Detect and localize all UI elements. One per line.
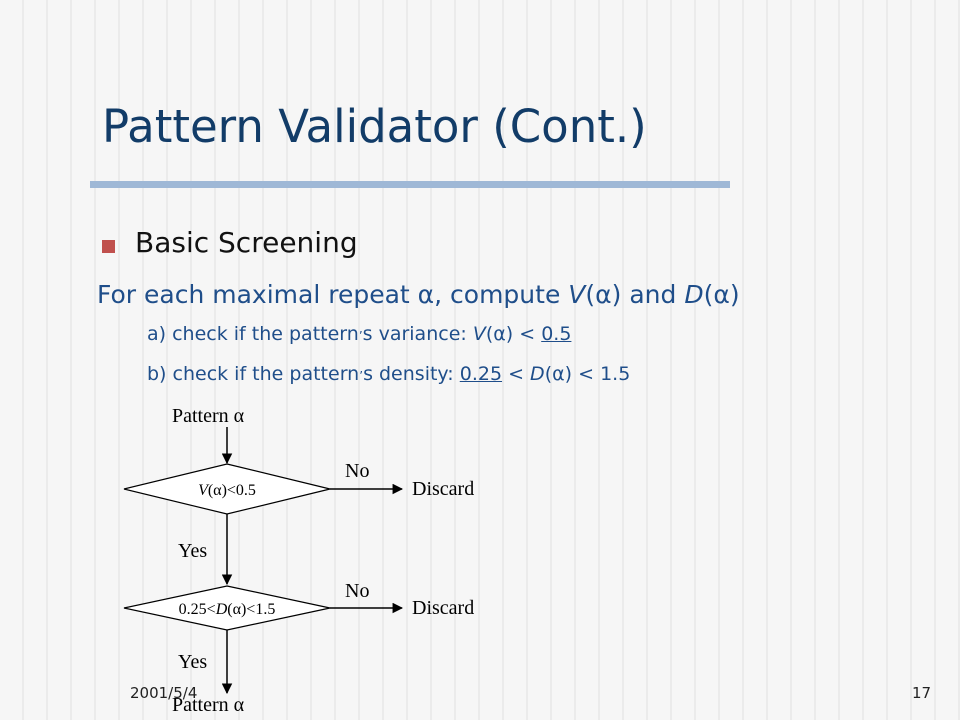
apostrophe: ’ [359, 369, 364, 383]
alpha-symbol: α [493, 323, 506, 345]
input-pattern-label: Pattern α [172, 405, 245, 427]
apostrophe: ’ [358, 329, 363, 343]
d-function: D [684, 280, 704, 309]
alpha-symbol: α [595, 280, 612, 309]
yes-label-2: Yes [178, 651, 207, 673]
variance-decision-text: V(α)<0.5 [198, 482, 256, 499]
footer-date: 2001/5/4 [130, 684, 198, 702]
density-low-threshold: 0.25 [459, 363, 503, 385]
page-number: 17 [912, 684, 932, 702]
item-b-rest: s density: [363, 363, 460, 385]
slide-title: Pattern Validator (Cont.) [102, 100, 647, 153]
less-than-op: < [502, 363, 531, 385]
line1-and: and [621, 280, 685, 309]
output-pattern-label: Pattern α [172, 694, 245, 716]
alpha-symbol: α [417, 280, 435, 309]
discard-label-1: Discard [412, 478, 474, 500]
alpha-symbol: α [552, 363, 565, 385]
v-function: V [568, 280, 586, 309]
density-decision-text: 0.25<D(α)<1.5 [179, 601, 276, 618]
density-check-item: b) check if the pattern’s density: 0.25 … [147, 363, 631, 385]
variance-threshold: 0.5 [541, 323, 572, 345]
less-than-op: < [513, 323, 542, 345]
item-a-prefix: a) check if the pattern [147, 323, 359, 345]
alpha-symbol: α [713, 280, 730, 309]
discard-label-2: Discard [412, 597, 474, 619]
yes-label-1: Yes [178, 540, 207, 562]
screening-description: For each maximal repeat α, compute V(α) … [97, 280, 740, 309]
variance-check-item: a) check if the pattern’s variance: V(α)… [147, 323, 572, 345]
bullet-square-icon [102, 240, 115, 253]
d-function: D [530, 363, 545, 385]
bullet-heading: Basic Screening [135, 226, 358, 259]
item-b-prefix: b) check if the pattern [147, 363, 360, 385]
line1-prefix: For each maximal repeat [97, 280, 418, 309]
no-label-2: No [345, 580, 369, 602]
item-a-rest: s variance: [362, 323, 473, 345]
no-label-1: No [345, 460, 369, 482]
density-high-threshold: 1.5 [600, 363, 631, 385]
title-underline-bar [90, 181, 730, 188]
line1-mid: , compute [434, 280, 569, 309]
v-function: V [472, 323, 486, 345]
less-than-op: < [572, 363, 601, 385]
